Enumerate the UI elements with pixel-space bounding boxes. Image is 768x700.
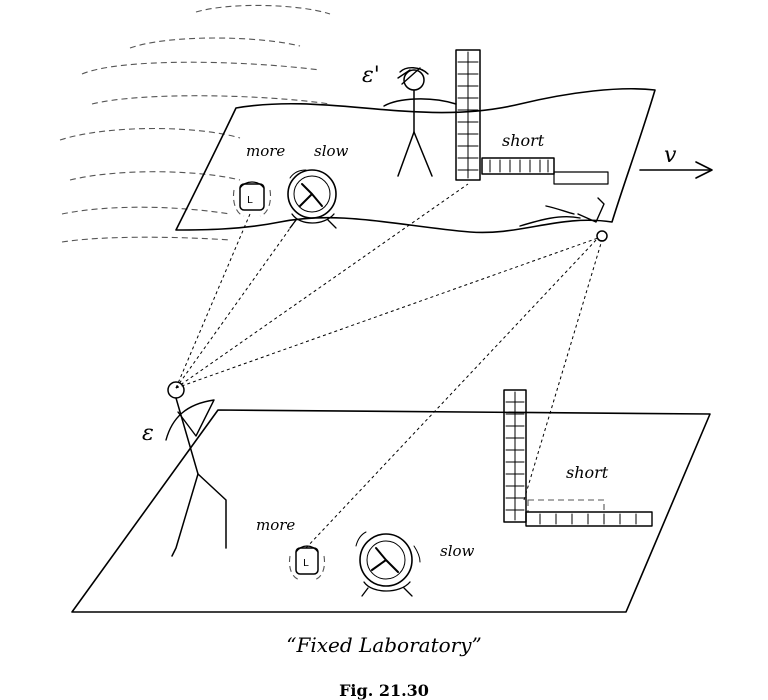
- moving-observer-label: ε': [362, 63, 380, 88]
- fixed-horizontal-ruler: short: [525, 463, 653, 527]
- short-label-top: short: [502, 131, 545, 150]
- speed-streaks: [59, 4, 331, 243]
- more-label-top: more: [246, 142, 285, 160]
- short-label-bottom: short: [566, 463, 609, 482]
- figure-number: Fig. 21.30: [339, 681, 429, 700]
- fixed-vertical-ruler: [503, 389, 527, 523]
- moving-observer: ε': [362, 63, 457, 177]
- slow-label-bottom: slow: [440, 542, 475, 560]
- figure-caption: “Fixed Laboratory”: [286, 633, 481, 657]
- moving-clock: slow: [287, 142, 349, 229]
- more-label-bottom: more: [256, 516, 295, 534]
- velocity-label: v: [664, 143, 677, 168]
- sight-lines: [175, 183, 603, 549]
- slow-label-top: slow: [314, 142, 349, 160]
- cup-label-top: L: [247, 195, 253, 206]
- fixed-observer-label: ε: [142, 421, 154, 446]
- fixed-clock: slow: [355, 531, 475, 597]
- velocity-arrow: v: [639, 143, 713, 179]
- fixed-cup: L more: [256, 516, 326, 581]
- moving-cup: L more: [232, 142, 285, 217]
- cup-label-bottom: L: [303, 558, 309, 569]
- moving-horizontal-ruler: short: [481, 131, 609, 185]
- moving-frame-emitter: [519, 197, 608, 242]
- moving-frame-sheet: [175, 88, 656, 234]
- fixed-laboratory-floor: [71, 409, 711, 613]
- fixed-observer: ε: [142, 381, 227, 557]
- moving-vertical-ruler: [455, 49, 481, 181]
